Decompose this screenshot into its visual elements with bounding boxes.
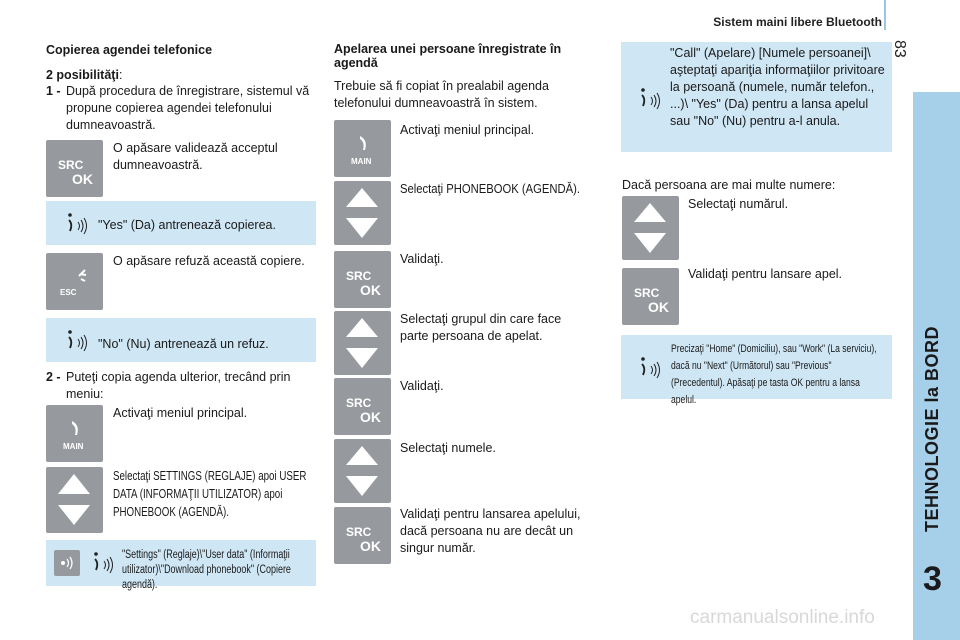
step-1: Activaţi meniul principal. xyxy=(400,123,535,137)
list-item-1: 1 - După procedura de înregistrare, siste… xyxy=(46,83,316,134)
voice-call-text: "Call" (Apelare) [Numele persoanei]\ aşt… xyxy=(670,46,885,128)
chapter-sidebar: TEHNOLOGIE la BORD 3 xyxy=(913,92,960,640)
voice-command-settings: "Settings" (Reglaje)\"User data" (Inform… xyxy=(46,540,316,591)
esc-arrow-icon xyxy=(78,269,87,282)
voice-note-text: Precizaţi "Home" (Domiciliu), sau "Work"… xyxy=(671,343,877,406)
voice-command-icon xyxy=(68,330,87,352)
voice-no-text: "No" (Nu) antrenează un refuz. xyxy=(98,337,269,351)
section-heading-call: Apelarea unei persoane înregistrate în a… xyxy=(334,42,562,70)
voice-settings-text: "Settings" (Reglaje)\"User data" (Inform… xyxy=(122,549,291,591)
ok-label: OK xyxy=(360,409,381,425)
down-arrow-icon xyxy=(346,218,378,238)
ok-label: OK xyxy=(360,538,381,554)
main-label: MAIN xyxy=(63,442,84,451)
running-header: Sistem maini libere Bluetooth xyxy=(713,15,882,29)
chapter-title: TEHNOLOGIE la BORD xyxy=(922,325,942,532)
list-item-2: 2 - Puteţi copia agenda ulterior, trecând… xyxy=(46,369,316,403)
src-ok-description: O apăsare validează acceptul dumneavoast… xyxy=(113,141,278,172)
list-number-1: 1 - xyxy=(46,84,61,98)
ok-label: OK xyxy=(360,282,381,298)
esc-button[interactable]: ESC xyxy=(46,253,103,310)
down-arrow-icon xyxy=(58,505,90,525)
src-label: SRC xyxy=(634,286,660,300)
voice-button-icon xyxy=(54,550,80,576)
phone-handset-icon xyxy=(360,136,366,150)
up-down-buttons[interactable] xyxy=(334,311,391,375)
main-button[interactable]: MAIN xyxy=(334,120,391,177)
up-arrow-icon xyxy=(346,188,378,207)
chapter-number: 3 xyxy=(923,560,942,598)
main-label: MAIN xyxy=(351,157,372,166)
down-arrow-icon xyxy=(346,348,378,368)
step-2-text: Selectaţi PHONEBOOK (AGENDĂ). xyxy=(400,182,581,196)
src-label: SRC xyxy=(346,525,372,539)
voice-yes-text: "Yes" (Da) antrenează copierea. xyxy=(98,218,276,232)
voice-command-icon xyxy=(68,213,87,235)
phone-handset-icon xyxy=(72,421,78,435)
voice-command-icon xyxy=(641,88,660,110)
up-down-buttons[interactable] xyxy=(334,181,391,245)
voice-command-yes: "Yes" (Da) antrenează copierea. xyxy=(46,201,316,245)
esc-description: O apăsare refuză această copiere. xyxy=(113,254,305,268)
voice-command-note: Precizaţi "Home" (Domiciliu), sau "Work"… xyxy=(621,335,892,406)
esc-label: ESC xyxy=(60,288,77,297)
voice-command-icon xyxy=(641,357,660,379)
up-down-buttons[interactable] xyxy=(46,467,103,533)
down-arrow-icon xyxy=(346,476,378,496)
ok-label: OK xyxy=(72,171,93,187)
main-button[interactable]: MAIN xyxy=(46,405,103,462)
up-down-buttons[interactable] xyxy=(622,196,679,260)
src-label: SRC xyxy=(346,396,372,410)
up-arrow-icon xyxy=(346,318,378,337)
step-3: Validaţi. xyxy=(400,252,444,266)
step-4: Selectaţi grupul din care face parte per… xyxy=(400,312,562,343)
step-2: Selectaţi PHONEBOOK (AGENDĂ). xyxy=(400,182,610,197)
voice-command-no: "No" (Nu) antrenează un refuz. xyxy=(46,318,316,362)
up-arrow-icon xyxy=(634,203,666,222)
up-down-buttons[interactable] xyxy=(334,439,391,503)
step-5: Validaţi. xyxy=(400,379,444,393)
step-7: Validaţi pentru lansarea apelului, dacă … xyxy=(400,507,581,555)
voice-command-icon xyxy=(94,552,113,574)
settings-description: Selectaţi SETTINGS (REGLAJE) apoi USER D… xyxy=(113,467,323,527)
page-number: 83 xyxy=(891,40,908,58)
list-text-2: Puteţi copia agenda ulterior, trecând pr… xyxy=(66,370,291,401)
possibilities-line: 2 posibilităţi: xyxy=(46,67,122,84)
voice-command-call: "Call" (Apelare) [Numele persoanei]\ aşt… xyxy=(621,42,892,152)
down-arrow-icon xyxy=(634,233,666,253)
list-text-1: După procedura de înregistrare, sistemul… xyxy=(66,84,310,132)
select-number-text: Selectaţi numărul. xyxy=(688,197,789,211)
step-6: Selectaţi numele. xyxy=(400,441,496,455)
settings-text: Selectaţi SETTINGS (REGLAJE) apoi USER D… xyxy=(113,469,307,519)
up-arrow-icon xyxy=(346,446,378,465)
watermark: carmanualsonline.info xyxy=(690,607,875,628)
list-number-2: 2 - xyxy=(46,370,61,384)
call-intro: Trebuie să fi copiat în prealabil agenda… xyxy=(334,79,549,110)
src-label: SRC xyxy=(58,158,84,172)
header-divider xyxy=(884,0,886,30)
multi-numbers-text: Dacă persoana are mai multe numere: xyxy=(622,178,836,192)
validate-call-text: Validaţi pentru lansare apel. xyxy=(688,267,843,281)
possibilities-label: 2 posibilităţi xyxy=(46,68,119,82)
up-arrow-icon xyxy=(58,474,90,494)
colon: : xyxy=(118,68,123,82)
ok-label: OK xyxy=(648,299,669,315)
section-heading-copy: Copierea agendei telefonice xyxy=(46,43,213,57)
main-description: Activaţi meniul principal. xyxy=(113,406,248,420)
src-label: SRC xyxy=(346,269,372,283)
